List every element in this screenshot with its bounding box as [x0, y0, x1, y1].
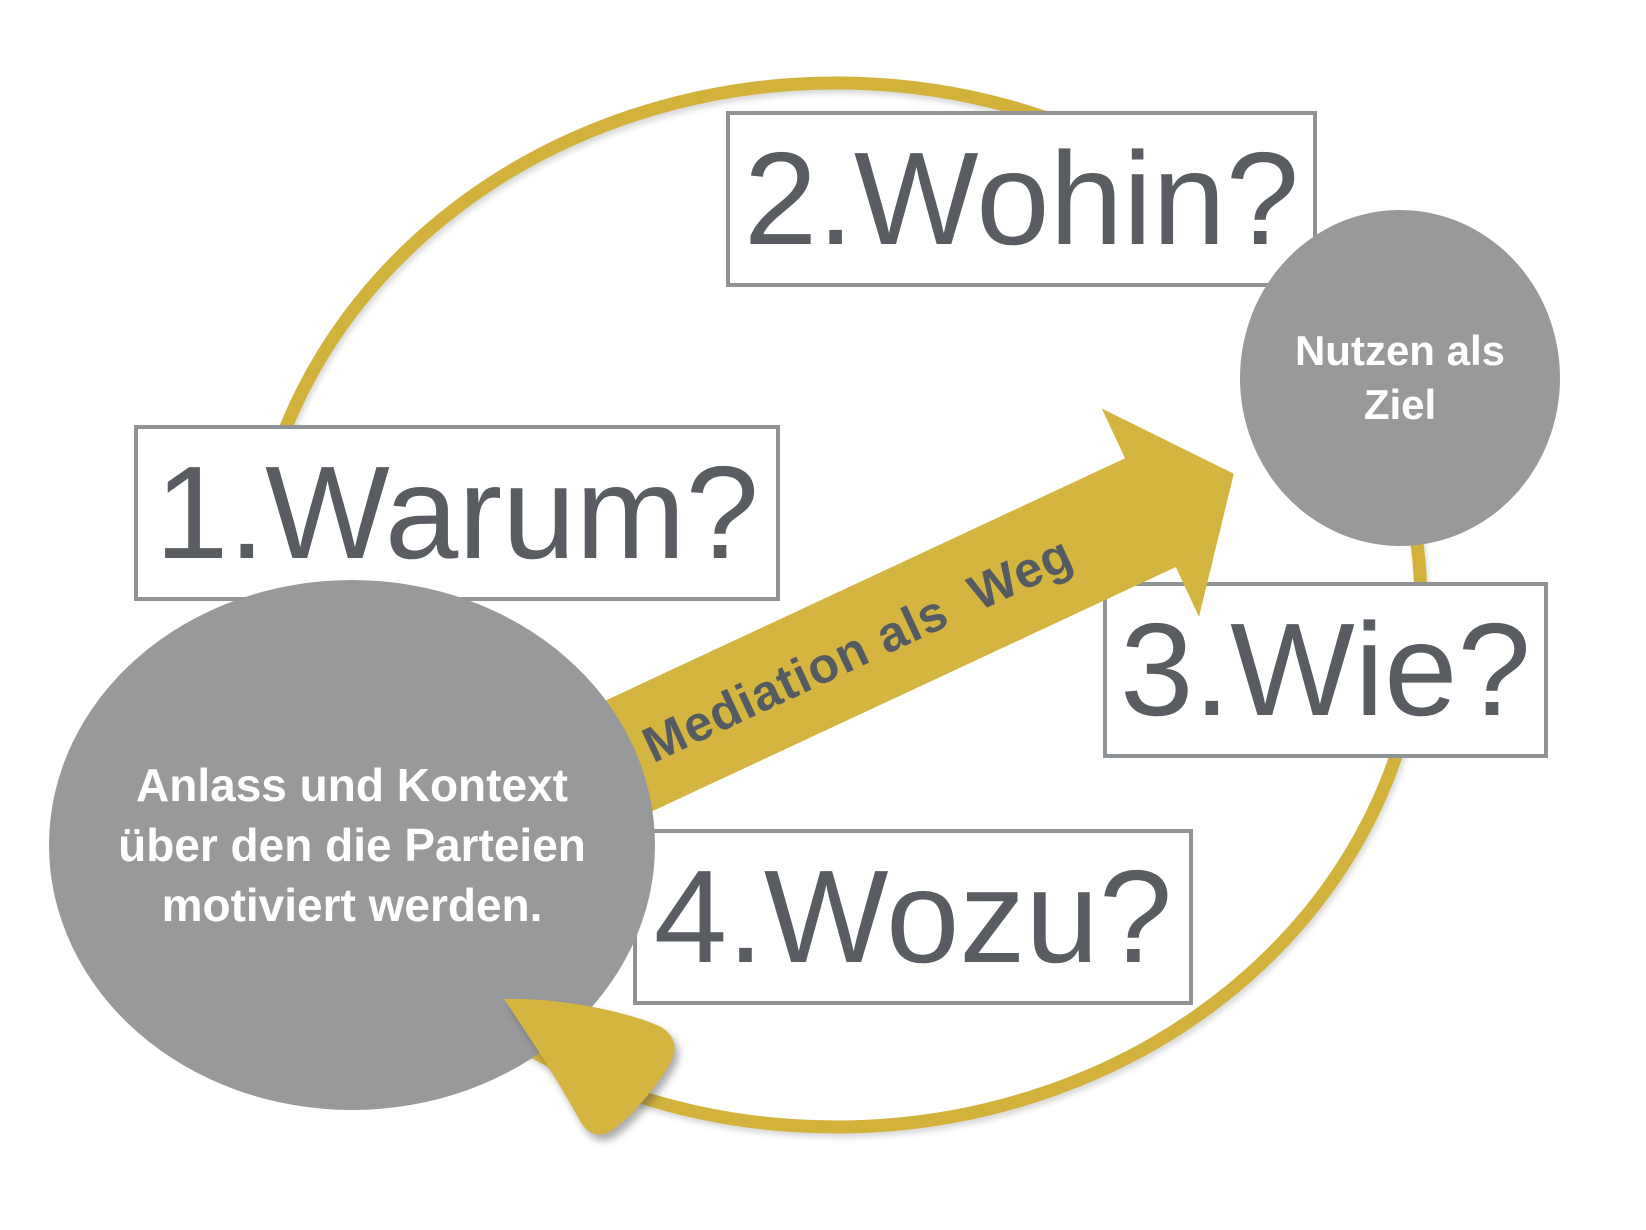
nutzen-line-2: Ziel [1363, 381, 1437, 428]
anlass-line-2: über den die Parteien [118, 819, 586, 871]
box-wie-label: 3.Wie? [1120, 596, 1531, 743]
anlass-line-1: Anlass und Kontext [136, 759, 568, 811]
box-warum: 1.Warum? [134, 425, 780, 601]
box-wozu: 4.Wozu? [633, 829, 1193, 1005]
anlass-circle: Anlass und Kontext über den die Parteien… [49, 580, 655, 1110]
nutzen-line-1: Nutzen als [1294, 327, 1506, 374]
box-wohin-label: 2.Wohin? [743, 125, 1300, 272]
nutzen-circle: Nutzen als Ziel [1240, 210, 1560, 546]
box-warum-label: 1.Warum? [155, 439, 759, 586]
box-wozu-label: 4.Wozu? [653, 843, 1173, 990]
box-wie: 3.Wie? [1103, 582, 1548, 758]
anlass-line-3: motiviert werden. [161, 879, 543, 931]
box-wohin: 2.Wohin? [726, 111, 1317, 287]
